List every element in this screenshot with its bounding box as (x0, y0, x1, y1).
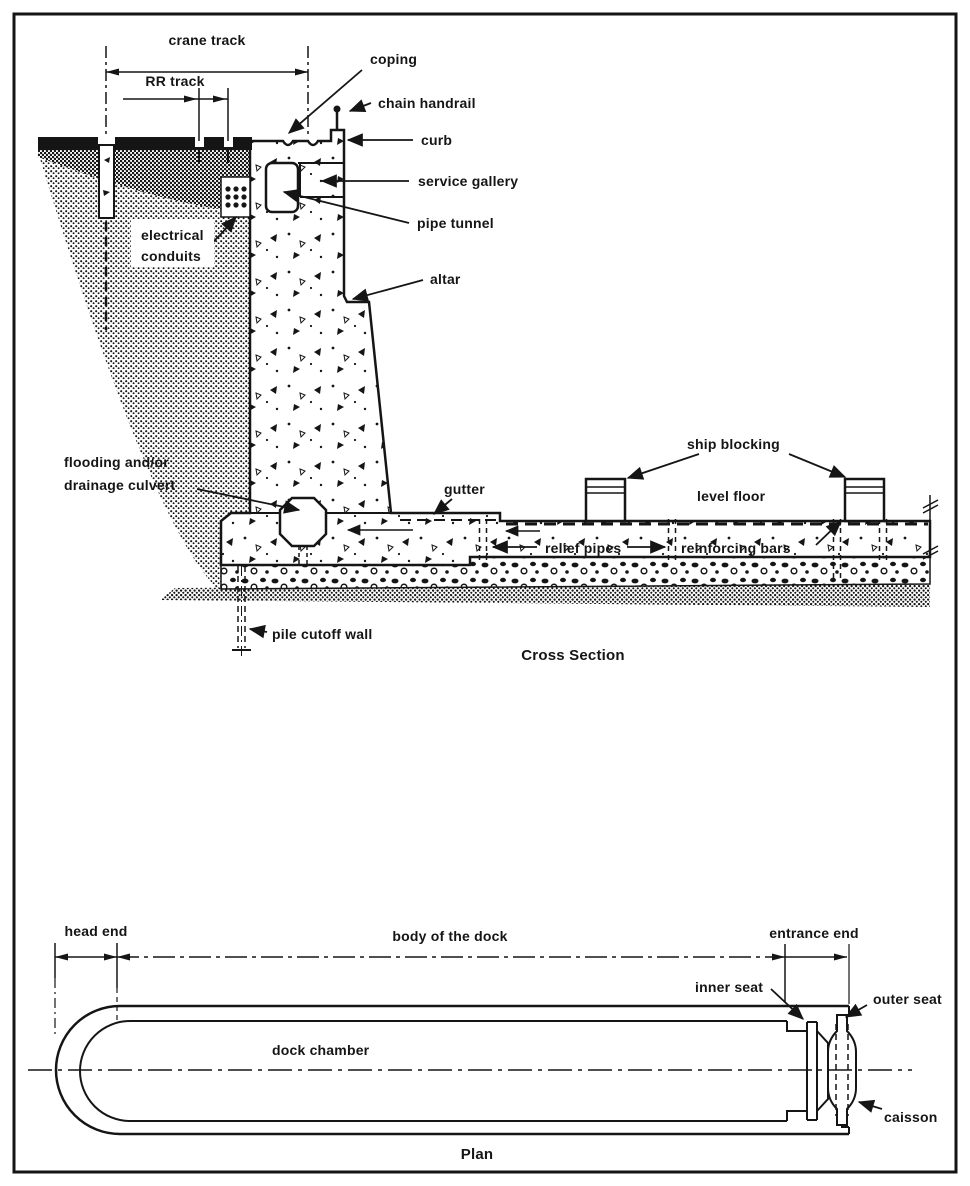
earth-backfill (38, 141, 250, 600)
plan-leader-arrows (770, 988, 883, 1113)
label-dock-chamber: dock chamber (272, 1042, 370, 1058)
crane-rail-foundation (98, 144, 115, 330)
cross-section-view: crane track RR track coping chain handra… (38, 32, 939, 664)
altar-arrow (351, 279, 424, 302)
label-crane-track: crane track (169, 32, 246, 48)
label-service-gallery: service gallery (418, 173, 518, 189)
outer-seat-arrow (844, 1003, 868, 1018)
dock-inner-wall-outline (79, 1020, 787, 1122)
coping-arrow (287, 69, 363, 134)
chain-handrail-arrow (348, 99, 372, 113)
label-gutter: gutter (444, 481, 485, 497)
label-head-end: head end (64, 923, 127, 939)
label-pile-cutoff-wall: pile cutoff wall (272, 626, 372, 642)
label-flooding-culvert-2: drainage culvert (64, 477, 175, 493)
ship-blocking-arrow-left (626, 453, 700, 480)
label-coping: coping (370, 51, 417, 67)
label-level-floor: level floor (697, 488, 766, 504)
pile-cutoff-arrow (248, 624, 268, 639)
culvert-arrow (196, 488, 301, 514)
floor-reinforcing-lines (400, 519, 928, 526)
label-ship-blocking: ship blocking (687, 436, 780, 452)
label-body-of-the-dock: body of the dock (392, 928, 507, 944)
caisson-arrow (857, 1099, 883, 1113)
label-inner-seat: inner seat (695, 979, 763, 995)
curb-and-handrail (333, 105, 341, 130)
label-entrance-end: entrance end (769, 925, 859, 941)
label-outer-seat: outer seat (873, 991, 942, 1007)
label-rr-track: RR track (145, 73, 204, 89)
label-electrical-conduits-2: conduits (141, 248, 201, 264)
ship-blocking-arrow-right (788, 453, 847, 478)
pile-cutoff-wall (232, 566, 251, 658)
section-break-marks (922, 495, 939, 560)
label-chain-handrail: chain handrail (378, 95, 476, 111)
electrical-conduits-label-box (131, 219, 214, 267)
crane-track-dimension (105, 46, 309, 137)
label-curb: curb (421, 132, 452, 148)
plan-dimensions (54, 943, 850, 1038)
handrail-ball (333, 105, 341, 113)
label-electrical-conduits-1: electrical (141, 227, 204, 243)
plan-view: head end body of the dock entrance end i… (28, 923, 942, 1163)
label-reinforcing-bars: reinforcing bars (681, 540, 791, 556)
electrical-conduit-bank (220, 176, 251, 218)
plan-caption: Plan (461, 1146, 493, 1163)
pipe-tunnel-opening (264, 161, 300, 214)
inner-seat-arrow (770, 988, 804, 1020)
label-pipe-tunnel: pipe tunnel (417, 215, 494, 231)
dock-outer-wall-outline (54, 1004, 849, 1136)
label-caisson: caisson (884, 1109, 938, 1125)
gutter-arrow (432, 498, 453, 515)
subgrade-hatch (160, 583, 930, 607)
dock-wall-and-floor (219, 128, 932, 567)
label-relief-pipes: relief pipes (545, 540, 621, 556)
pipe-tunnel-arrow (282, 189, 410, 224)
rr-track-dimension (123, 88, 229, 141)
cross-section-caption: Cross Section (521, 647, 624, 664)
label-altar: altar (430, 271, 461, 287)
figure-border (12, 12, 958, 1174)
ship-blocking-left (584, 477, 627, 523)
label-flooding-culvert-1: flooding and/or (64, 454, 169, 470)
reinforcing-bars-arrow (815, 520, 842, 546)
leader-arrows (196, 69, 847, 639)
ship-blocking-right (843, 477, 886, 523)
